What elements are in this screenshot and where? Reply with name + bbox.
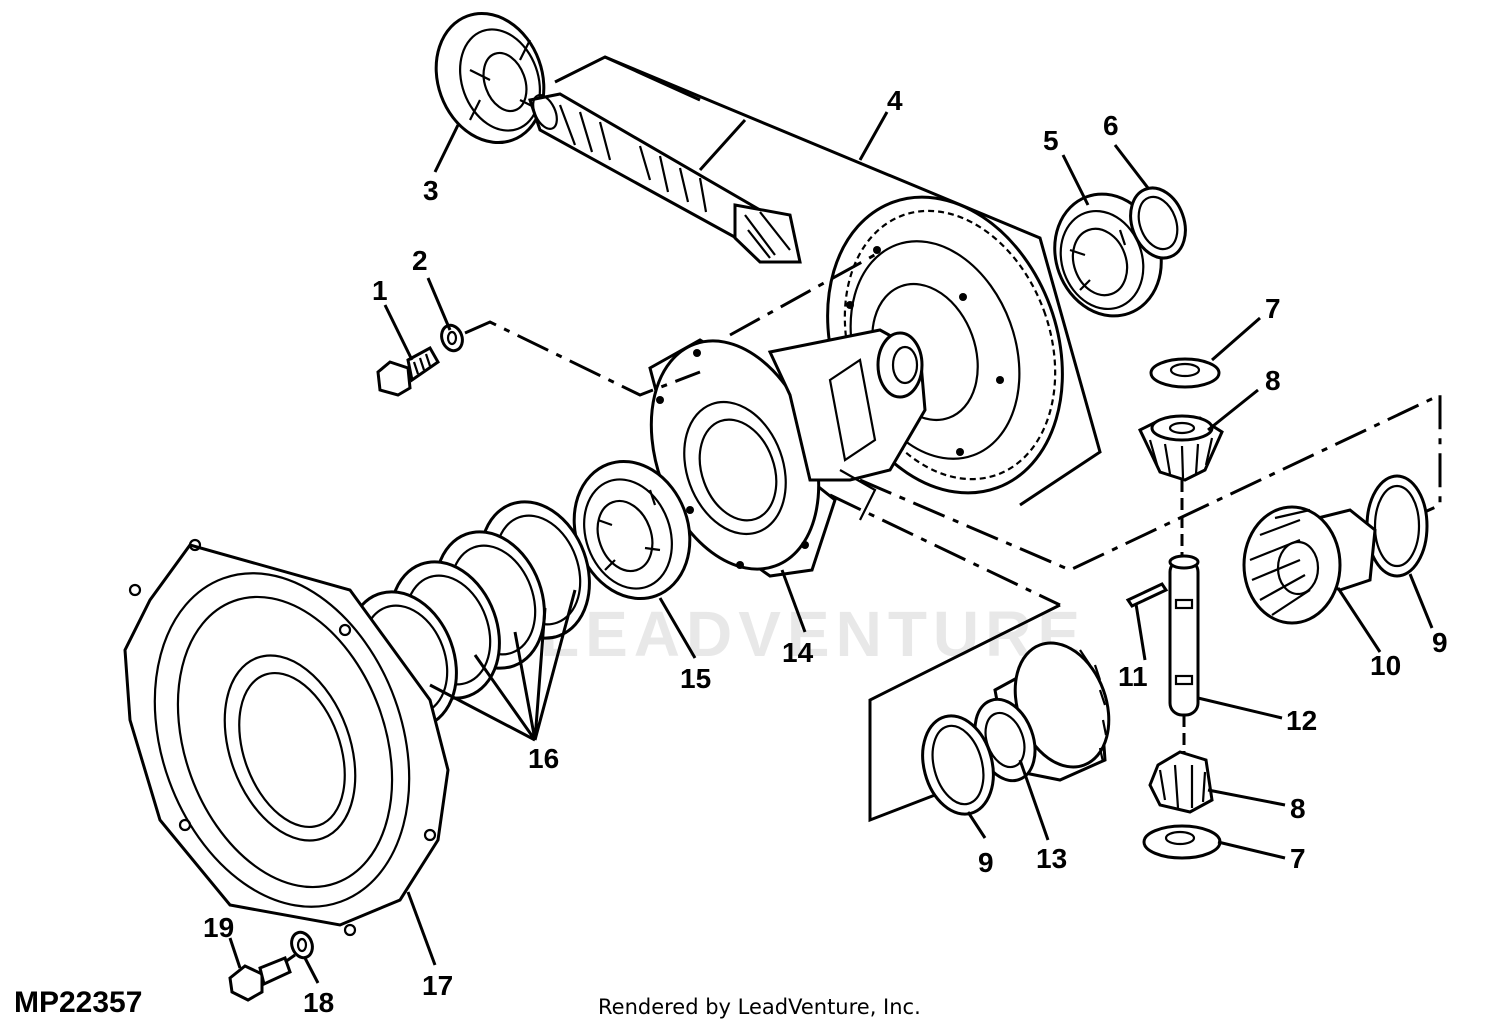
part-9-washer-bottom [921,714,995,816]
callout-2: 2 [412,245,428,276]
callout-8-bottom: 8 [1290,793,1306,824]
assembly-line-2 [464,320,701,397]
part-8-pinion-gear-bottom [1148,750,1214,814]
callout-7-bottom: 7 [1290,843,1306,874]
callout-3: 3 [423,175,439,206]
part-11-pin [1125,582,1169,608]
part-3-bearing [434,11,546,145]
callout-7-top: 7 [1265,293,1281,324]
callout-10: 10 [1370,650,1401,681]
part-12-cross-shaft [1168,480,1200,755]
part-7-thrust-washer-bottom [1142,824,1222,860]
callout-14: 14 [782,637,814,668]
leader-bracket-4 [554,55,1102,507]
callout-5: 5 [1043,125,1059,156]
callout-9-right: 9 [1432,627,1448,658]
watermark: LEADVENTURE [540,469,1086,670]
part-7-thrust-washer-top [1149,357,1221,389]
part-1-bolt [376,345,440,397]
part-6-snap-ring [1129,186,1187,260]
leader-lines [228,124,1434,984]
callout-17: 17 [422,970,453,1001]
callout-16: 16 [528,743,559,774]
part-10-side-gear [1242,505,1377,625]
figure-id: MP22357 [14,986,142,1019]
part-4-pinion-shaft [528,92,802,264]
callout-6: 6 [1103,110,1119,141]
part-17-cover [123,538,450,937]
part-15-bearing [572,459,692,601]
callout-labels: 1 2 3 4 5 6 7 7 8 8 9 9 10 11 12 13 14 1… [203,85,1448,1018]
callout-4: 4 [887,85,903,116]
part-8-pinion-gear-top [1138,414,1224,482]
callout-18: 18 [303,987,334,1018]
callout-15: 15 [680,663,711,694]
footer-credit: Rendered by LeadVenture, Inc. [598,995,921,1019]
part-19-bolt [228,956,292,1002]
assembly-line-diff [859,392,1442,572]
watermark-text: LEADVENTURE [540,598,1086,670]
callout-1: 1 [372,275,388,306]
part-9-washer-right [1365,474,1429,578]
callout-11: 11 [1118,661,1148,692]
callout-8-top: 8 [1265,365,1281,396]
part-2-washer [440,323,464,353]
callout-9-bottom: 9 [978,847,994,878]
callout-13: 13 [1036,843,1067,874]
callout-12: 12 [1286,705,1317,736]
callout-19: 19 [203,912,234,943]
part-14-differential-case [648,328,927,578]
part-18-washer [290,930,314,960]
